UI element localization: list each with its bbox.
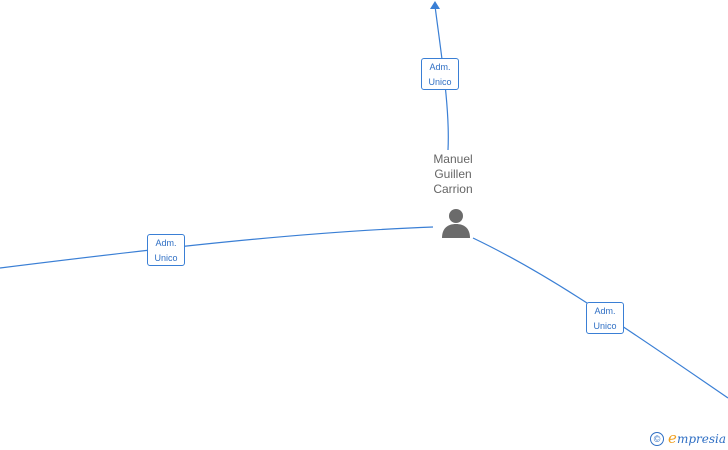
role-label-abbrev: Adm. <box>155 238 177 248</box>
edge-top-arrow <box>430 1 440 9</box>
empresia-logo: ©empresia <box>650 430 726 446</box>
person-icon[interactable] <box>440 207 472 239</box>
person-name-line: Manuel <box>433 152 473 166</box>
role-box-right[interactable]: Adm. Unico <box>586 302 624 334</box>
role-label-type: Unico <box>154 253 178 263</box>
role-label-abbrev: Adm. <box>594 306 616 316</box>
role-label-type: Unico <box>428 77 452 87</box>
brand-initial: e <box>668 429 677 447</box>
brand-name: mpresia <box>676 432 726 446</box>
person-name-line: Carrion <box>433 182 473 196</box>
person-name[interactable]: Manuel Guillen Carrion <box>413 152 493 197</box>
role-box-top[interactable]: Adm. Unico <box>421 58 459 90</box>
role-box-left[interactable]: Adm. Unico <box>147 234 185 266</box>
role-label-abbrev: Adm. <box>429 62 451 72</box>
edge-left <box>0 226 434 269</box>
edge-right <box>472 237 728 399</box>
copyright-icon: © <box>650 432 665 446</box>
role-label-type: Unico <box>593 321 617 331</box>
person-name-line: Guillen <box>434 167 472 181</box>
